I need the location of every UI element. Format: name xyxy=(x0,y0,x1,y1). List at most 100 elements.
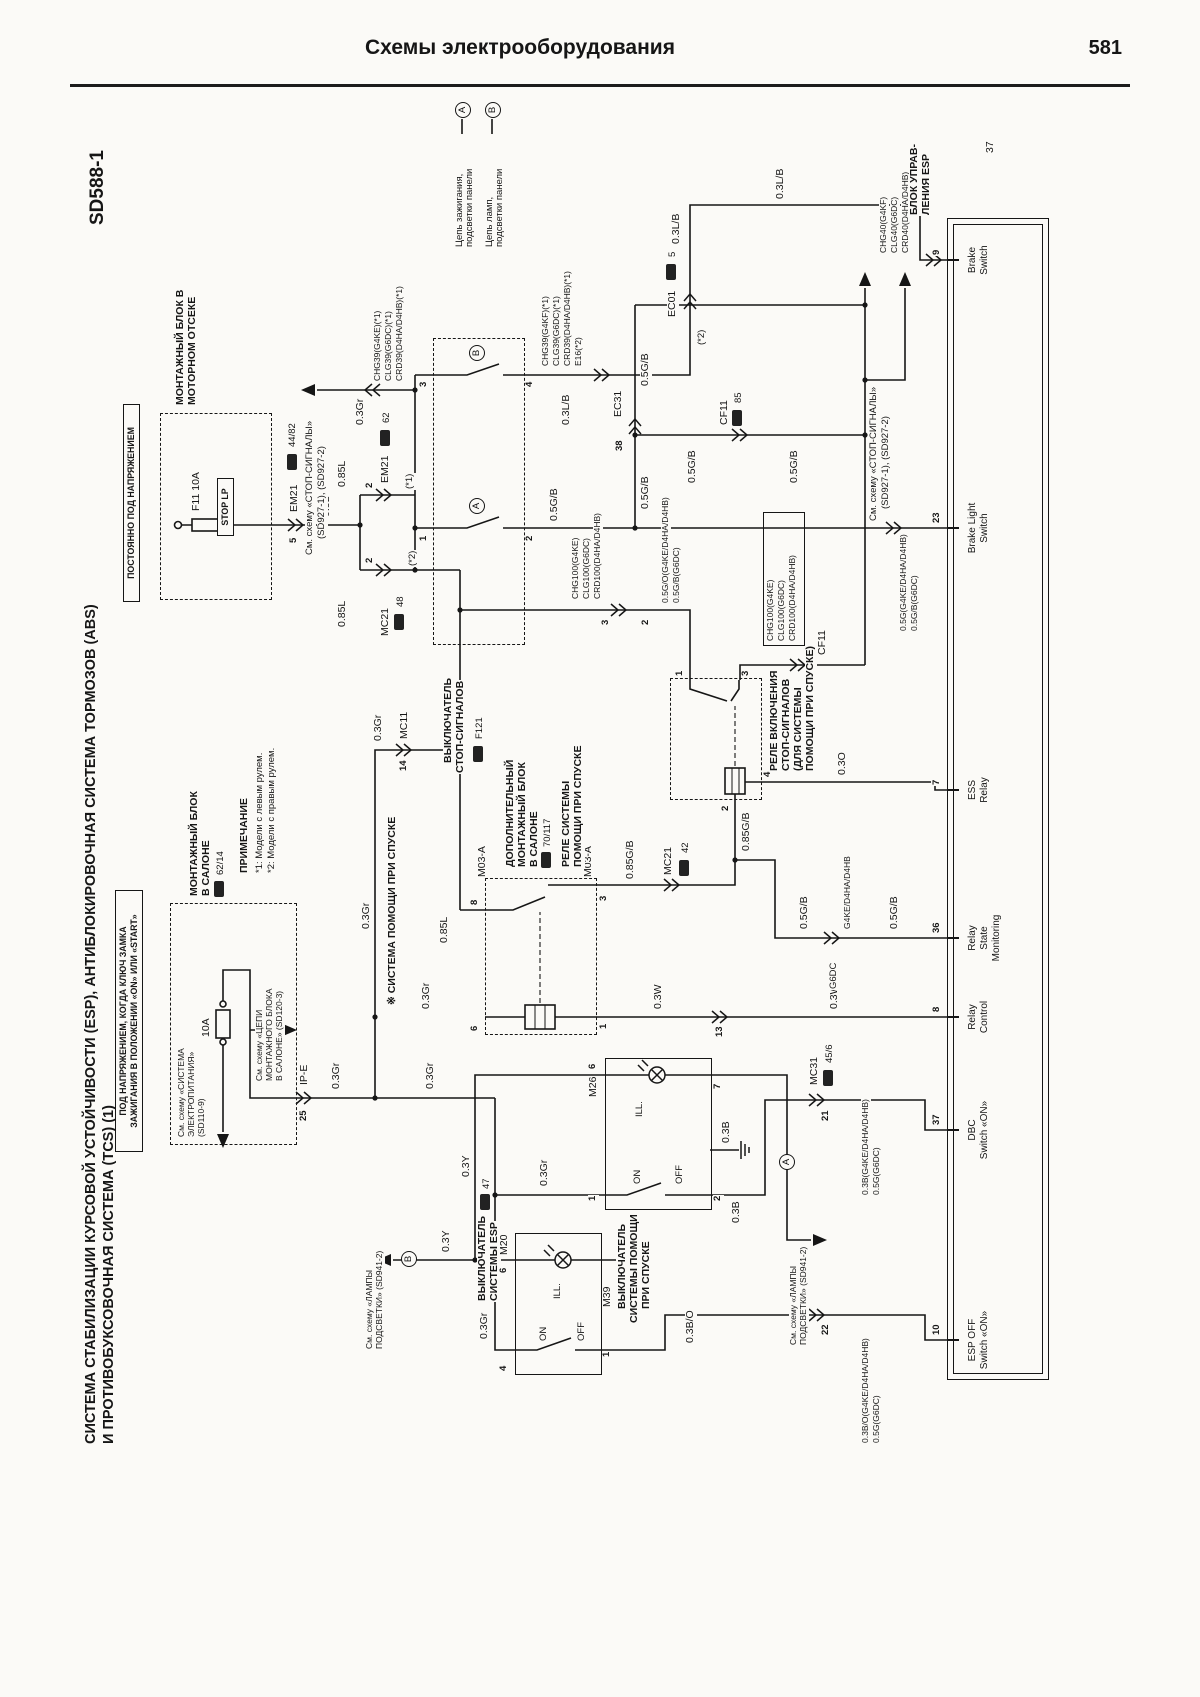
diagram-label: 3 xyxy=(740,669,752,677)
diagram-label: M03-A xyxy=(476,845,489,878)
diagram-label: 0.3Y xyxy=(440,1229,453,1253)
diagram-label: CHG100(G4KE) xyxy=(570,536,581,600)
diagram-label: (*2) xyxy=(407,549,419,567)
diagram-label: 25 xyxy=(298,1109,310,1122)
diagram-label: 62/14 xyxy=(215,850,227,876)
ecu-pin-tick xyxy=(947,527,959,529)
diagram-label: 2 xyxy=(364,556,376,564)
diagram-label: 0.3L/B xyxy=(670,212,683,245)
diagram-label: 47 xyxy=(481,1177,493,1190)
connector-icon xyxy=(287,454,297,470)
diagram-label: 7 xyxy=(712,1082,724,1090)
connector-icon xyxy=(473,746,483,762)
diagram-label: (*2) xyxy=(696,328,708,346)
diagram-label: В САЛОНЕ xyxy=(200,839,213,897)
diagram-label: 10A xyxy=(200,1017,213,1038)
circled-letter: В xyxy=(469,345,485,361)
circled-letter: В xyxy=(401,1251,417,1267)
circled-letter: А xyxy=(469,498,485,514)
diagram-label: 0.85L xyxy=(336,459,349,488)
stop-signal-relay-box xyxy=(670,678,762,800)
diagram-label: 0.3B(G4KE/D4HA/D4HB) xyxy=(860,1098,871,1196)
circled-letter: А xyxy=(455,102,471,118)
ecu-pin-label: Relay Control xyxy=(967,1000,990,1034)
stop-lamp-switch-box xyxy=(433,338,525,645)
diagram-label: 0.3O xyxy=(836,751,849,776)
diagram-label: CF11 xyxy=(718,399,731,426)
diagram-label: IP-E xyxy=(298,1063,311,1086)
ecu-pin-number: 23 xyxy=(931,511,942,524)
ecu-pin-label: Relay State Monitoring xyxy=(967,914,1002,962)
diagram-label: 0.5G(G6DC) xyxy=(871,1394,882,1444)
diagram-label: 5 xyxy=(288,536,300,544)
diagram-label: МОНТАЖНЫЙ БЛОК xyxy=(516,761,529,868)
diagram-label: 14 xyxy=(398,759,410,772)
ecu-pin-number: 8 xyxy=(931,1005,942,1013)
ecu-pin-tick xyxy=(947,789,959,791)
diagram-label: 0.3Gr xyxy=(354,397,367,426)
diagram-label: 2 xyxy=(720,804,732,812)
diagram-label: 2 xyxy=(364,481,376,489)
diagram-label: OFF xyxy=(576,1321,588,1342)
ecu-pin-tick xyxy=(947,1129,959,1131)
diagram-label: ※ СИСТЕМА ПОМОЩИ ПРИ СПУСКЕ xyxy=(386,815,399,1006)
diagram-label: 0.3B xyxy=(730,1200,743,1224)
diagram-label: 70/117 xyxy=(542,817,554,848)
ecu-pin-label: Brake Switch xyxy=(967,245,990,275)
diagram-label: EC01 xyxy=(666,289,679,318)
diagram-label: 21 xyxy=(820,1109,832,1122)
wiring-svg xyxy=(173,119,947,1351)
diagram-label: 0.85G/B xyxy=(624,839,637,880)
diagram-label: 0.5G(G6DC) xyxy=(871,1146,882,1196)
ecu-pin-label: Brake Light Switch xyxy=(967,502,990,554)
diagram-label: 0.3Gr xyxy=(330,1061,343,1090)
diagram-label: 0.3Gr xyxy=(538,1158,551,1187)
diagram-label: ВЫКЛЮЧАТЕЛЬ xyxy=(476,1214,489,1302)
ecu-pin-number: 10 xyxy=(931,1323,942,1336)
diagram-label: См. схему «СТОП-СИГНАЛЫ» xyxy=(868,385,880,522)
connector-icon xyxy=(679,860,689,876)
diagram-label: (ДЛЯ СИСТЕМЫ xyxy=(792,686,805,772)
ecu-pin-tick xyxy=(947,937,959,939)
diagram-label: CLG39(G6DC)(*1) xyxy=(383,310,394,382)
diagram-label: 0.5G/B xyxy=(686,449,699,484)
diagram-label: подсветки панели xyxy=(464,167,476,248)
diagram-label: ПОМОЩИ ПРИ СПУСКЕ) xyxy=(804,645,817,772)
diagram-label: CLG40(G6DC) xyxy=(889,195,900,254)
diagram-label: (SD927-1), (SD927-2) xyxy=(316,445,328,540)
diagram-label: F11 10A xyxy=(190,471,203,512)
diagram-label: 1 xyxy=(674,669,686,677)
connector-icon xyxy=(732,410,742,426)
ecu-pin-number: 9 xyxy=(931,248,942,256)
diagram-label: ON xyxy=(632,1168,644,1185)
diagram-label: В САЛОНЕ» (SD120-3) xyxy=(274,989,285,1082)
diagram-label: 2 xyxy=(640,618,652,626)
connector-icon xyxy=(823,1070,833,1086)
diagram-label: F121 xyxy=(474,716,486,740)
diagram-label: 1 xyxy=(601,1350,613,1358)
diagram-label: 0.3B/O(G4KE/D4HA/D4HB) xyxy=(860,1337,871,1444)
diagram-label: MC31 xyxy=(808,1055,821,1086)
diagram-label: 1 xyxy=(598,1022,610,1030)
diagram-title-line1: СИСТЕМА СТАБИЛИЗАЦИИ КУРСОВОЙ УСТОЙЧИВОС… xyxy=(83,604,99,1444)
diagram-label: CLG100(G6DC) xyxy=(581,537,592,600)
diagram-label: CRD39(D4HA/D4HB)(*1) xyxy=(394,285,405,382)
ecu-pin-number: 7 xyxy=(931,778,942,786)
dbc-relay-box xyxy=(485,878,597,1035)
diagram-label: 0.3Y xyxy=(460,1154,473,1178)
diagram-label: 0.3L/B xyxy=(560,393,573,426)
diagram-label: 0.3Gr xyxy=(424,1061,437,1090)
diagram-label: 6 xyxy=(469,1024,481,1032)
connector-icon xyxy=(541,852,551,868)
diagram-label: 0.85L xyxy=(336,599,349,628)
diagram-label: 48 xyxy=(395,595,407,608)
diagram-label: 0.5G/B xyxy=(639,352,652,387)
diagram-label: MC11 xyxy=(398,710,411,740)
diagram-label: РЕЛЕ СИСТЕМЫ xyxy=(560,779,573,868)
diagram-label: CHG39(G4KF)(*1) xyxy=(540,295,551,367)
diagram-label: 0.5G/B xyxy=(639,475,652,510)
diagram-label: подсветки панели xyxy=(494,167,506,248)
ecu-pin-number: 36 xyxy=(931,921,942,934)
diagram-label: 0.5G/B xyxy=(888,895,901,930)
